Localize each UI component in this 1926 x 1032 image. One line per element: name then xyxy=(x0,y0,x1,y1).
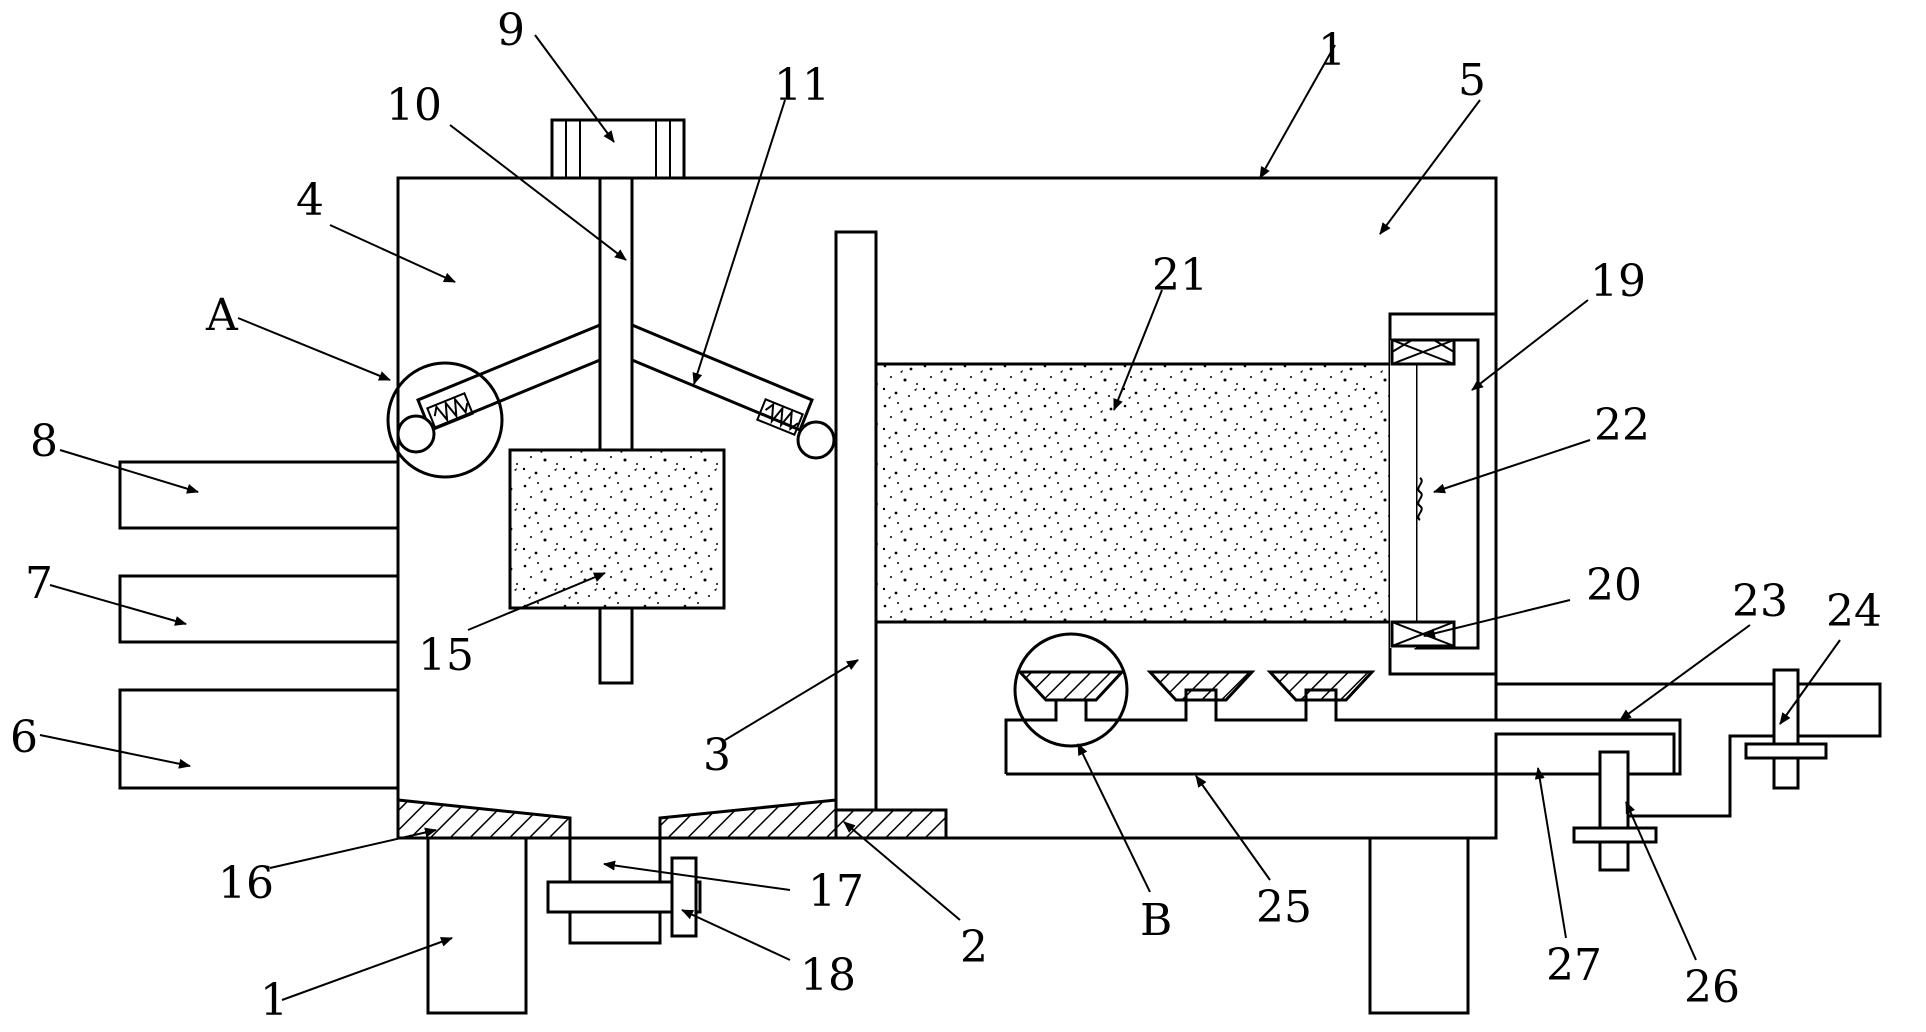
filter-cartridge-21 xyxy=(874,362,1418,624)
label-22: 22 xyxy=(1594,400,1650,451)
arm-right xyxy=(630,322,814,432)
label-10: 10 xyxy=(386,80,442,131)
end-cap-19 xyxy=(1414,338,1480,650)
leg-left xyxy=(426,836,528,1015)
label-20: 20 xyxy=(1586,560,1642,611)
detail-circle-B xyxy=(1013,632,1129,748)
pipe-6 xyxy=(118,688,400,790)
label-7: 7 xyxy=(25,558,53,609)
label-11: 11 xyxy=(774,60,830,111)
filter-block-15 xyxy=(508,448,726,610)
label-1-top: 1 xyxy=(1318,25,1346,76)
valve-24 xyxy=(1744,742,1828,760)
nozzle-1 xyxy=(1016,670,1126,702)
label-17: 17 xyxy=(808,866,864,917)
roller-right xyxy=(796,420,836,460)
label-19: 19 xyxy=(1590,256,1646,307)
valve-26 xyxy=(1572,826,1658,844)
label-1-bottom: 1 xyxy=(260,975,288,1026)
partition-base-2 xyxy=(834,808,948,840)
label-8: 8 xyxy=(30,416,58,467)
valve-handle xyxy=(670,856,698,938)
label-16: 16 xyxy=(218,858,274,909)
pipe-7 xyxy=(118,574,400,644)
label-A: A xyxy=(205,290,239,341)
arm-spring-left xyxy=(426,392,474,430)
pipe-23-inner xyxy=(1494,732,1676,776)
label-26: 26 xyxy=(1684,962,1740,1013)
label-15: 15 xyxy=(418,630,474,681)
label-21: 21 xyxy=(1152,250,1208,301)
label-2: 2 xyxy=(960,922,988,973)
sloped-base-right xyxy=(658,798,838,840)
label-B: B xyxy=(1140,895,1172,946)
label-4: 4 xyxy=(296,175,324,226)
label-18: 18 xyxy=(800,950,856,1001)
partition-3 xyxy=(834,230,878,812)
roller-left xyxy=(396,414,436,454)
nozzle-3 xyxy=(1266,670,1376,702)
leg-right xyxy=(1368,836,1470,1015)
label-9: 9 xyxy=(497,5,525,56)
spring-22 xyxy=(1417,477,1423,521)
label-24: 24 xyxy=(1826,586,1882,637)
motor-9 xyxy=(550,118,686,180)
arm-spring-right xyxy=(756,398,804,436)
valve-24-stem xyxy=(1772,668,1800,790)
label-27: 27 xyxy=(1546,940,1602,991)
label-3: 3 xyxy=(703,730,731,781)
label-6: 6 xyxy=(10,712,38,763)
label-23: 23 xyxy=(1732,576,1788,627)
nozzle-2 xyxy=(1146,670,1256,702)
valve-26-stem xyxy=(1598,750,1630,872)
label-25: 25 xyxy=(1256,882,1312,933)
detail-circle-A xyxy=(386,361,504,479)
pipe-8 xyxy=(118,460,400,530)
label-5: 5 xyxy=(1458,55,1486,106)
arm-left xyxy=(416,322,602,432)
